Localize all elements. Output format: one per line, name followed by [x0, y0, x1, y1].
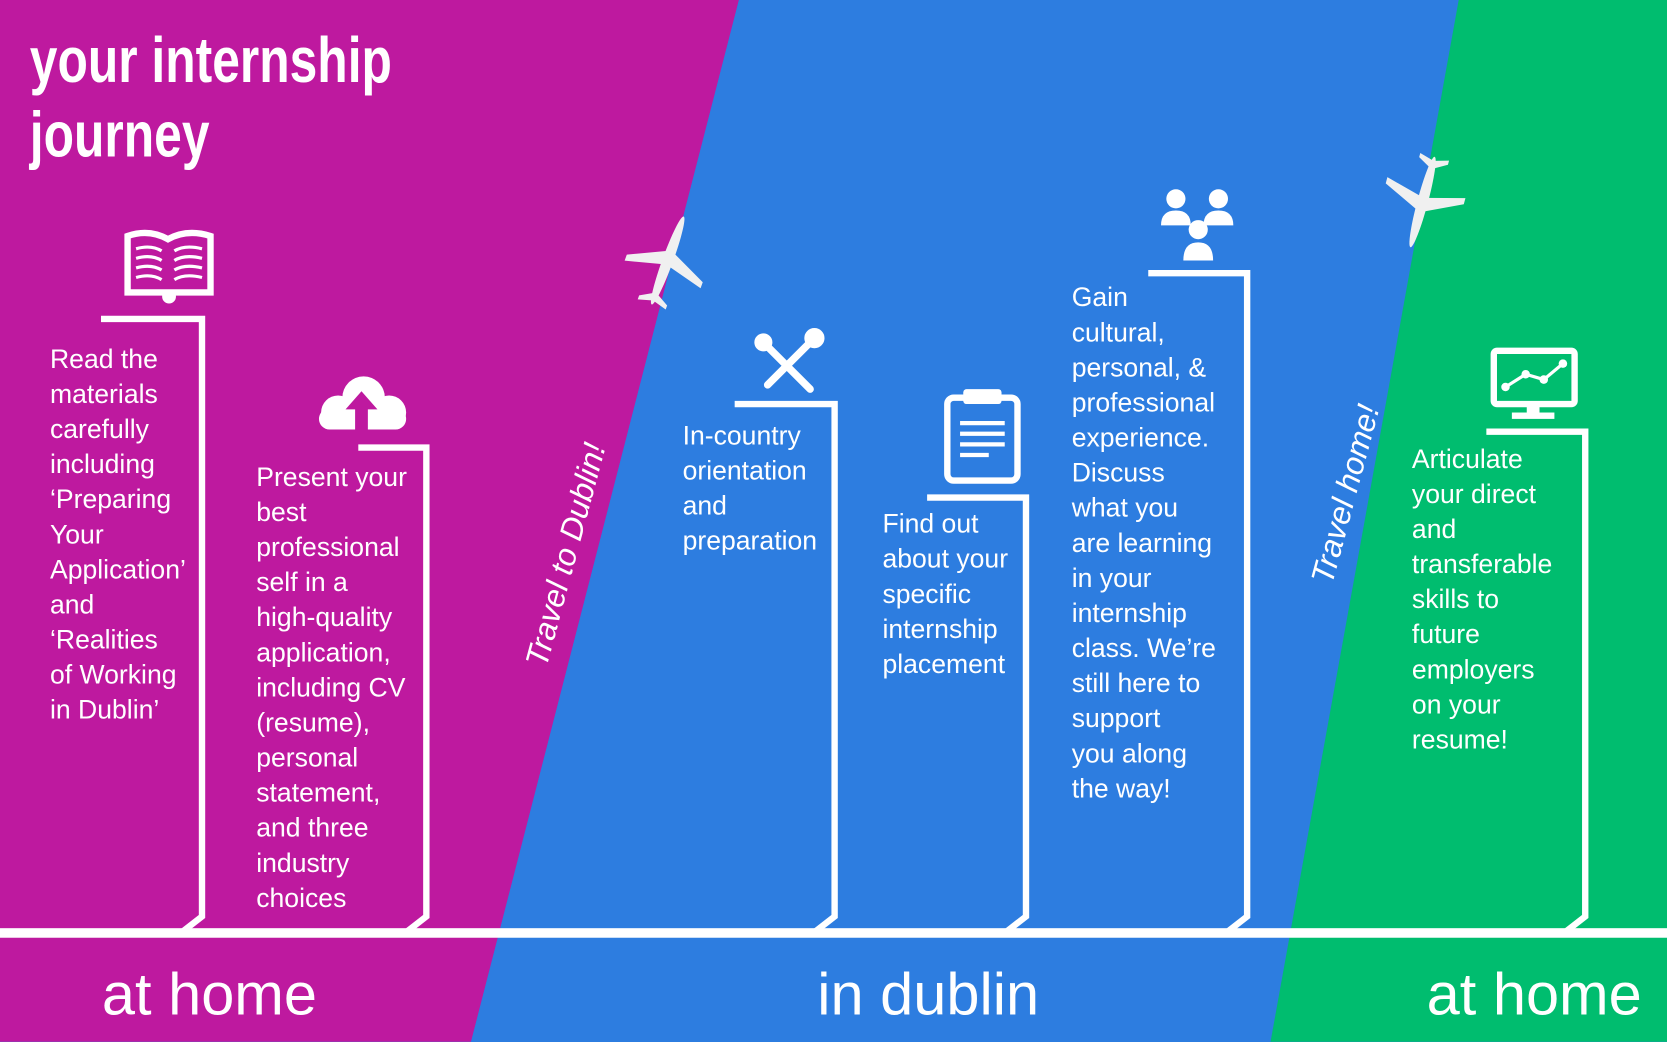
step-bracket — [101, 315, 206, 934]
title-line: your internship — [29, 24, 392, 96]
step-text: Read the materials carefully including ‘… — [49, 344, 186, 726]
step-text: Present your best professional self in a… — [256, 462, 407, 914]
book-icon — [124, 229, 214, 304]
step-bracket — [734, 400, 838, 934]
page-title: your internship journey — [30, 23, 392, 172]
step-text: In-country orientation and preparation — [682, 421, 818, 557]
zone-label-dublin: in dublin — [817, 960, 1040, 1028]
step-brackets — [101, 270, 1589, 934]
step-bracket — [1486, 428, 1589, 934]
step-text: Articulate your direct and transferable … — [1411, 444, 1553, 755]
airplane-icon — [1385, 152, 1466, 248]
return-zone — [1270, 0, 1667, 1042]
timeline-baseline — [0, 928, 1667, 938]
title-line: journey — [29, 98, 210, 171]
step-text: Find out about your specific internship … — [882, 509, 1009, 680]
zone-label-home: at home — [101, 960, 318, 1028]
group-icon — [1161, 189, 1234, 261]
dublin-zone — [470, 0, 1459, 1042]
cloud-upload-icon — [318, 376, 407, 430]
tools-icon — [754, 327, 825, 393]
clipboard-icon — [944, 389, 1021, 484]
home-zone — [0, 0, 739, 1042]
step-bracket — [927, 494, 1030, 934]
step-bracket — [1148, 270, 1251, 934]
step-text: Gain cultural, personal, & professional … — [1071, 282, 1216, 804]
airplane-icon — [624, 216, 703, 310]
monitor-chart-icon — [1490, 347, 1578, 419]
zone-label-home-return: at home — [1426, 960, 1642, 1028]
step-bracket — [358, 444, 430, 934]
